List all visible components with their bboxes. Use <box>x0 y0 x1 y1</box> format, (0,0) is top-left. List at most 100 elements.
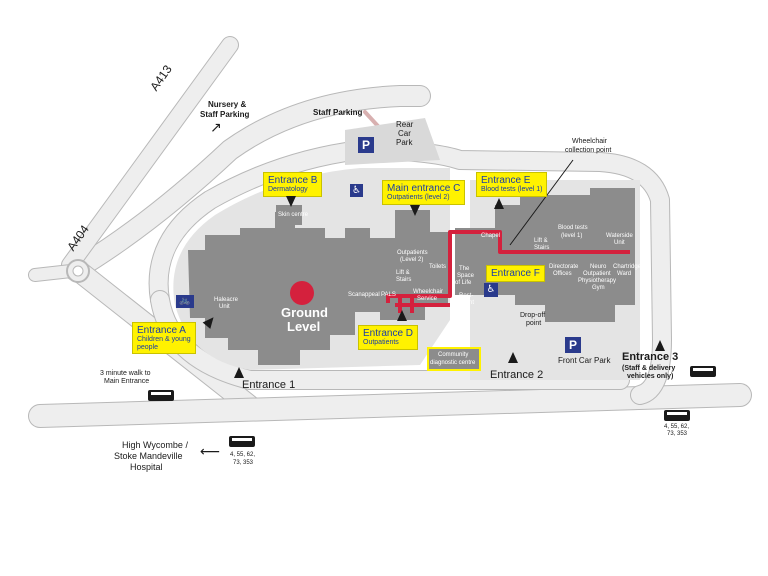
label-entrance-2: Entrance 2 <box>490 369 544 381</box>
label-level-2: (Level 2) <box>400 257 424 263</box>
ground-level-marker <box>290 281 314 305</box>
label-blood-level: (level 1) <box>561 233 583 239</box>
label-scanappeal: Scanappeal <box>348 292 380 298</box>
entrance-3-marker-icon <box>655 340 665 351</box>
label-entrance-3-sub1: (Staff & delivery <box>622 365 676 372</box>
road-network <box>28 36 752 428</box>
wheelchair-icon: ♿ <box>350 184 363 197</box>
label-high-wycombe: High Wycombe / <box>122 440 188 450</box>
entrance-2-marker-icon <box>508 352 518 363</box>
label-bus-routes-west-1: 4, 55, 62, <box>230 452 256 458</box>
label-bus-routes-east-2: 73, 353 <box>667 431 688 437</box>
label-bus-routes-west-2: 73, 353 <box>233 460 254 466</box>
label-wheelchair-collection: Wheelchair <box>572 138 608 145</box>
label-physio: Physiotherapy <box>578 278 617 284</box>
entrance-e-label: Entrance E Blood tests (level 1) <box>476 172 548 197</box>
label-chartridge: Chartridge <box>613 264 642 270</box>
label-nursery-staff: Staff Parking <box>200 110 250 119</box>
east-building <box>455 188 635 322</box>
label-rear: Rear <box>396 120 414 129</box>
label-entrance-1: Entrance 1 <box>242 379 296 391</box>
entrance-c-title: Main entrance C <box>387 183 461 194</box>
west-arrow-icon: ⟵ <box>200 444 221 460</box>
label-staff-parking: Staff Parking <box>313 108 363 117</box>
bus-icon-southeast <box>664 410 690 421</box>
label-park: Park <box>396 138 413 147</box>
label-entrance-3-sub2: vehicles only) <box>627 373 674 380</box>
label-outpatients-l2: Outpatients <box>397 250 428 256</box>
label-pals: PALS <box>381 292 396 298</box>
label-stoke-mandeville: Stoke Mandeville <box>114 451 183 461</box>
entrance-d-sub: Outpatients <box>363 339 399 346</box>
label-hospital: Hospital <box>130 462 163 472</box>
label-ward: Ward <box>617 271 632 277</box>
label-front-car-park: Front Car Park <box>558 356 611 365</box>
label-directorate: Directorate <box>549 264 579 270</box>
bus-icon-east <box>690 366 716 377</box>
label-level: Level <box>287 319 321 334</box>
entrance-a-label: Entrance A Children & young people <box>132 322 196 355</box>
main-building <box>188 205 448 365</box>
label-space-of-life-2: Space <box>457 273 475 279</box>
label-ground: Ground <box>281 305 328 320</box>
front-parking-icon: P <box>565 337 581 353</box>
entrance-b-label: Entrance B Dermatology <box>263 172 323 197</box>
community-diagnostic-centre <box>427 347 481 371</box>
entrance-b-sub: Dermatology <box>268 186 308 193</box>
label-space-of-life-1: The <box>459 266 470 272</box>
entrance-d-marker-icon <box>397 310 407 321</box>
label-skin-centre: Skin centre <box>278 212 309 218</box>
label-community: Community <box>438 352 469 358</box>
label-haleacre-unit: Unit <box>219 304 230 310</box>
label-dropoff: Drop-off <box>520 312 546 319</box>
entrance-a-title: Entrance A <box>137 325 186 336</box>
entrance-c-marker-icon <box>410 205 420 216</box>
bicycle-icon: 🚲 <box>176 295 194 308</box>
label-restaurant: Rest- <box>459 293 474 299</box>
entrance-c-label: Main entrance C Outpatients (level 2) <box>382 180 466 205</box>
label-service: Service <box>417 296 438 302</box>
label-restaurant-2: aurant <box>457 300 475 306</box>
label-walk-2: Main Entrance <box>104 378 150 385</box>
rear-car-park <box>345 118 440 165</box>
entrance-f-title: Entrance F <box>491 268 540 279</box>
label-blood-tests: Blood tests <box>558 225 588 231</box>
label-toilets: Toilets <box>429 264 447 270</box>
label-wheelchair-service: Wheelchair <box>413 289 444 295</box>
entrance-d-label: Entrance D Outpatients <box>358 325 419 350</box>
entrance-1-marker-icon <box>234 367 244 378</box>
entrance-a-sub1: Children & young <box>137 336 191 343</box>
entrance-c-sub: Outpatients (level 2) <box>387 194 450 201</box>
entrance-e-sub: Blood tests (level 1) <box>481 186 543 193</box>
label-outpatient: Outpatient <box>583 271 611 277</box>
label-entrance-3: Entrance 3 <box>622 351 679 363</box>
label-gym: Gym <box>592 285 605 291</box>
label-waterside: Waterside <box>606 233 633 239</box>
entrance-a-sub2: people <box>137 343 159 351</box>
wheelchair-pointer-line <box>509 159 574 246</box>
wheelchair-icon-f: ♿ <box>484 283 498 297</box>
label-offices: Offices <box>553 271 572 277</box>
label-diagnostic: diagnostic centre <box>430 360 476 366</box>
label-collection-point: collection point <box>565 147 612 154</box>
label-lift-stairs: Lift & <box>396 270 410 276</box>
entrance-b-title: Entrance B <box>268 175 318 186</box>
entrance-e-title: Entrance E <box>481 175 531 186</box>
label-bus-routes-east-1: 4, 55, 62, <box>664 424 690 430</box>
label-space-of-life-3: of Life <box>455 280 472 286</box>
label-neuro: Neuro <box>590 264 607 270</box>
label-walk-1: 3 minute walk to <box>100 370 151 377</box>
label-lift-2: Lift & <box>534 238 548 244</box>
entrance-f-label: Entrance F <box>486 265 545 282</box>
label-waterside-unit: Unit <box>614 240 625 246</box>
bus-icon-west <box>229 436 255 447</box>
entrance-e-marker-icon <box>494 198 504 209</box>
label-stairs-2: Stairs <box>534 245 550 251</box>
nursery-arrow-icon: ↗ <box>210 120 222 136</box>
label-chapel: Chapel <box>481 233 501 239</box>
label-stairs: Stairs <box>396 277 412 283</box>
label-car: Car <box>398 129 411 138</box>
entrance-d-title: Entrance D <box>363 328 414 339</box>
entrance-b-marker-icon <box>286 196 296 207</box>
